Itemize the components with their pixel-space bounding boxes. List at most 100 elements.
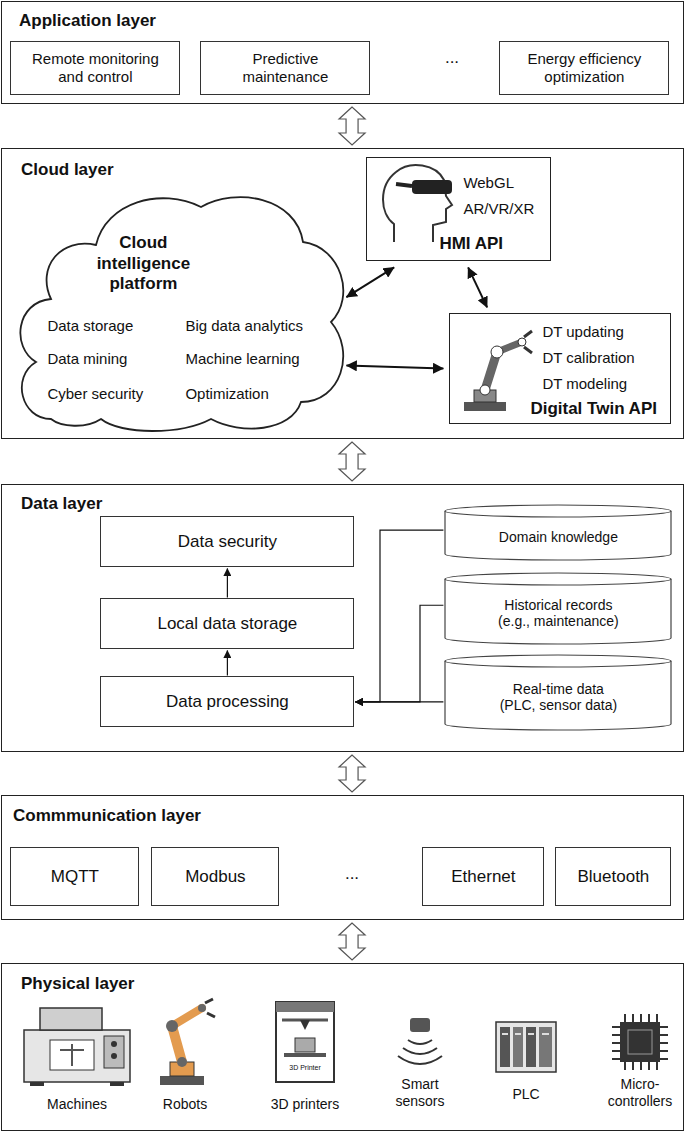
layer-link-arrow [339,442,365,481]
3d-printer-icon [276,1002,334,1082]
device-caption: Smart sensors [385,1076,455,1110]
machine-icon [50,1040,94,1070]
industrial-robot-icon [198,1004,206,1012]
box-label: Data security [178,532,277,552]
process-box: Predictive maintenance [200,41,370,95]
vr-headset-icon [383,165,452,242]
layer-band: Application layerRemote monitoring and c… [1,1,684,104]
microcontroller-icon [620,1022,660,1062]
process-box: Data processing [100,676,354,727]
api-text: AR/VR/XR [463,200,534,218]
layer-band: Cloud layerCloud intelligence platformDa… [1,148,684,439]
database-label: Real-time data (PLC, sensor data) [496,681,621,715]
layer-band: Physical layer [1,963,684,1131]
box-label: Ethernet [451,867,515,887]
api-text: HMI API [439,234,503,254]
industrial-robot-icon [160,999,215,1085]
industrial-robot-icon [160,1076,204,1085]
cloud-text: Machine learning [185,350,299,368]
industrial-robot-icon [166,1020,178,1032]
layer-band: Commmunication layerMQTT Modbus Ethernet Bl… [1,795,684,920]
cylinder-outline [445,573,671,585]
box-label: MQTT [51,867,99,887]
robot-arm-icon [464,402,506,411]
3d-printer-icon [300,1020,310,1030]
machine-icon [110,1082,124,1086]
machine-icon [24,1008,130,1086]
3d-printer-icon [276,1002,334,1012]
device-caption: Robots [145,1096,225,1113]
smart-sensor-icon [410,1018,430,1032]
cloud-outline [21,198,344,432]
connector-arrow [346,267,394,297]
cloud-text: Optimization [185,385,268,403]
database-cylinder: Real-time data (PLC, sensor data) [444,654,672,731]
robot-arm-icon [518,338,526,346]
box-label: Remote monitoring and control [25,50,165,86]
microcontroller-icon [628,1030,652,1054]
device-marking: 3D Printer [282,1064,328,1072]
vr-headset-icon [383,165,452,242]
connector-arrow [355,530,443,702]
smart-sensor-icon [403,1048,437,1054]
database-cylinder: Domain knowledge [444,504,672,561]
ellipsis: ... [432,48,472,68]
vr-headset-icon [412,180,452,194]
connector-arrow [227,650,228,675]
device-caption: Machines [32,1096,122,1113]
cylinder-outline [445,655,671,667]
database-label: Historical records (e.g., maintenance) [496,597,621,631]
connector-arrow [346,366,443,369]
api-text: DT calibration [542,349,634,367]
3d-printer-icon [276,1002,334,1082]
smart-sensor-icon [408,1040,432,1044]
connector-arrow [227,568,228,597]
machine-icon [104,1036,124,1068]
vr-headset-icon [396,184,412,186]
process-box: Energy efficiency optimization [499,41,669,95]
layer-title: Physical layer [21,974,134,994]
cloud-text: Cyber security [47,385,143,403]
layer-title: Commmunication layer [13,806,201,826]
process-box: Modbus [151,847,279,906]
database-cylinder: Historical records (e.g., maintenance) [444,572,672,645]
robot-arm-icon [480,385,490,395]
box-label: Predictive maintenance [215,50,355,86]
cloud-text: Big data analytics [185,317,303,335]
plc-icon [496,1022,556,1072]
device-caption: 3D printers [260,1096,350,1113]
process-box: Bluetooth [555,847,671,906]
api-text: DT updating [542,323,623,341]
cylinder-outline [445,511,671,560]
database-label: Domain knowledge [499,529,618,546]
cylinder-outline [445,661,671,730]
process-box: Data security [100,516,354,567]
api-text: DT modeling [542,375,627,393]
connector-arrow [468,267,487,307]
api-box: WebGL AR/VR/XR HMI API [366,157,551,261]
cylinder-outline [445,579,671,644]
robot-arm-icon [464,331,532,411]
api-text: Digital Twin API [530,399,657,419]
api-box: DT updating DT calibration DT modelingDigi… [449,313,671,423]
layer-band: Data layerData securityLocal data storag… [1,484,684,752]
machine-icon [111,1053,117,1059]
process-box: MQTT [10,847,139,906]
process-box: Local data storage [100,598,354,649]
process-box: Remote monitoring and control [10,41,180,95]
cloud-text: Data mining [47,350,127,368]
box-label: Energy efficiency optimization [514,50,654,86]
api-text: WebGL [463,174,514,192]
smart-sensor-icon [398,1018,442,1064]
plc-icon [496,1022,556,1072]
cylinder-outline [445,505,671,517]
cloud-text: Cloud intelligence platform [85,233,201,294]
machine-icon [30,1082,44,1086]
microcontroller-icon [612,1014,668,1070]
robot-arm-icon [524,331,532,353]
3d-printer-icon [284,1053,326,1057]
process-box: Ethernet [422,847,544,906]
layer-title: Application layer [19,11,156,31]
industrial-robot-icon [205,999,215,1017]
